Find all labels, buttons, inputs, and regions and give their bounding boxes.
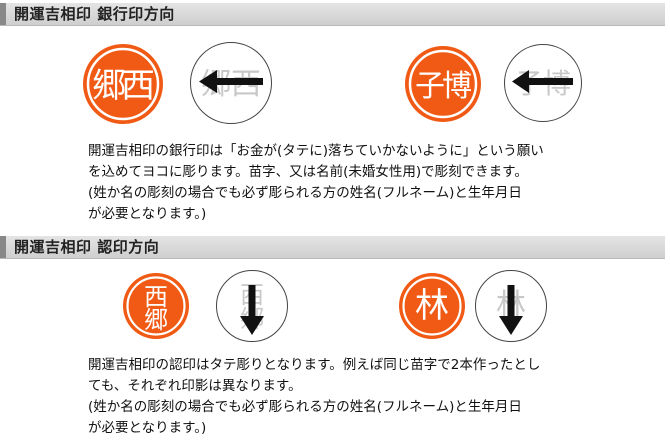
- seal-char: 郷: [92, 66, 126, 106]
- paragraph-line: (姓か名の彫刻の場合でも必ず彫られる方の姓名(フルネーム)と生年月日: [88, 399, 522, 415]
- section-heading-personal: 開運吉相印 認印方向: [0, 236, 665, 259]
- paragraph-line: ても、それぞれ印影は異なります。: [88, 378, 302, 394]
- paragraph-line: 開運吉相印の銀行印は「お金が(タテに)落ちていかないように」という願い: [88, 143, 544, 159]
- seal-char: 郷: [144, 306, 168, 334]
- heading-accent: [0, 3, 6, 25]
- direction-guide-bank-2: 子博: [504, 44, 582, 122]
- seal-impression-hiroko-bank: 博 子: [404, 45, 482, 123]
- seal-char: 子: [415, 69, 445, 104]
- arrow-left-icon: [199, 70, 263, 93]
- heading-accent: [0, 236, 6, 258]
- paragraph-line: を込めてヨコに彫ります。苗字、又は名前(未婚女性用)で彫刻できます。: [88, 164, 528, 180]
- seal-char: 西: [144, 283, 168, 311]
- direction-guide-bank-1: 郷西: [190, 42, 272, 124]
- section-personal-paragraph: 開運吉相印の認印はタテ彫りとなります。例えば同じ苗字で2本作ったとし ても、それ…: [88, 355, 540, 439]
- seal-char: 林: [415, 286, 449, 326]
- paragraph-line: (姓か名の彫刻の場合でも必ず彫られる方の姓名(フルネーム)と生年月日: [88, 185, 522, 201]
- paragraph-line: が必要となります。): [88, 206, 207, 222]
- heading-text: 開運吉相印 認印方向: [14, 238, 160, 256]
- arrow-down-icon: [240, 285, 264, 335]
- seal-impression-saigo-personal: 西 郷: [122, 272, 190, 340]
- arrow-down-icon: [499, 285, 523, 335]
- heading-text: 開運吉相印 銀行印方向: [14, 5, 175, 23]
- seal-impression-saigo-bank: 西 郷: [82, 43, 164, 125]
- seal-impression-hayashi-personal: 林: [398, 272, 466, 340]
- paragraph-line: が必要となります。): [88, 420, 207, 436]
- paragraph-line: 開運吉相印の認印はタテ彫りとなります。例えば同じ苗字で2本作ったとし: [88, 357, 541, 373]
- seal-char: 博: [442, 69, 472, 104]
- arrow-left-icon: [512, 70, 573, 93]
- direction-guide-personal-2: 林: [475, 270, 547, 342]
- section-bank-paragraph: 開運吉相印の銀行印は「お金が(タテに)落ちていかないように」という願い を込めて…: [88, 141, 544, 225]
- direction-guide-personal-1: 西 郷: [216, 270, 288, 342]
- section-heading-bank: 開運吉相印 銀行印方向: [0, 3, 665, 26]
- seal-char: 西: [121, 66, 155, 106]
